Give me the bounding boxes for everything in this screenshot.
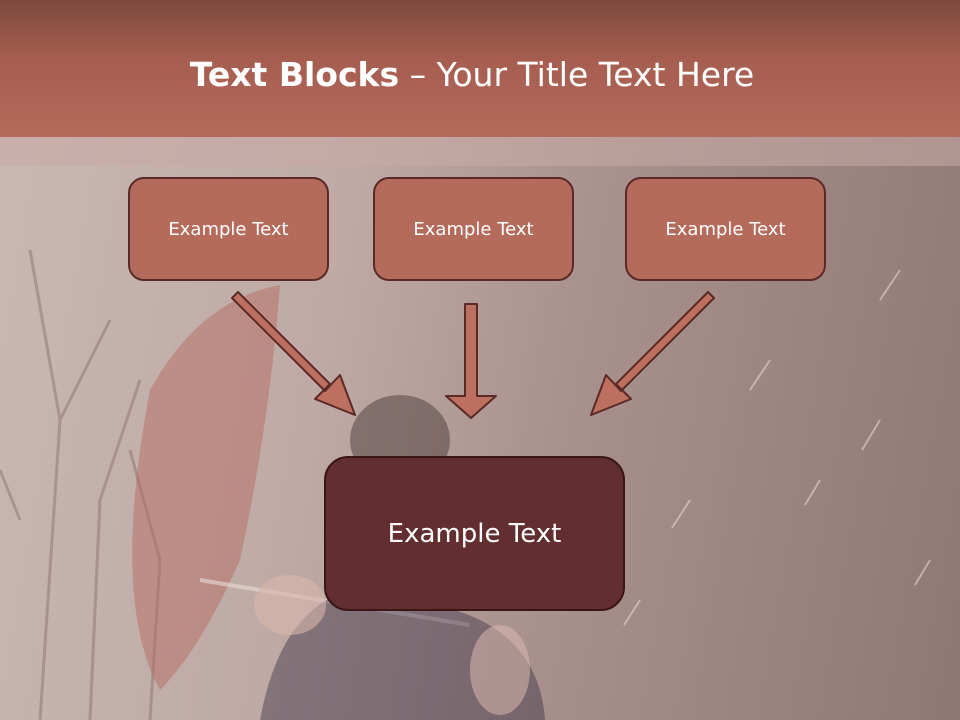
text-block-middle[interactable]: Example Text [373, 177, 574, 281]
arrow-middle [445, 303, 497, 419]
text-block-left[interactable]: Example Text [128, 177, 329, 281]
text-block-center[interactable]: Example Text [324, 456, 625, 611]
text-block-middle-label: Example Text [413, 218, 534, 240]
title-rest: – Your Title Text Here [399, 55, 755, 94]
umbrella-shape [132, 285, 280, 690]
title-bar [0, 0, 960, 137]
title-strip [0, 137, 960, 166]
text-block-right-label: Example Text [665, 218, 786, 240]
text-block-left-label: Example Text [168, 218, 289, 240]
text-block-right[interactable]: Example Text [625, 177, 826, 281]
arrow-right [590, 291, 715, 416]
arrow-left [231, 291, 356, 416]
text-block-center-label: Example Text [387, 518, 562, 549]
title-bold: Text Blocks [189, 55, 400, 94]
slide-title: Text Blocks – Your Title Text Here [0, 52, 944, 98]
